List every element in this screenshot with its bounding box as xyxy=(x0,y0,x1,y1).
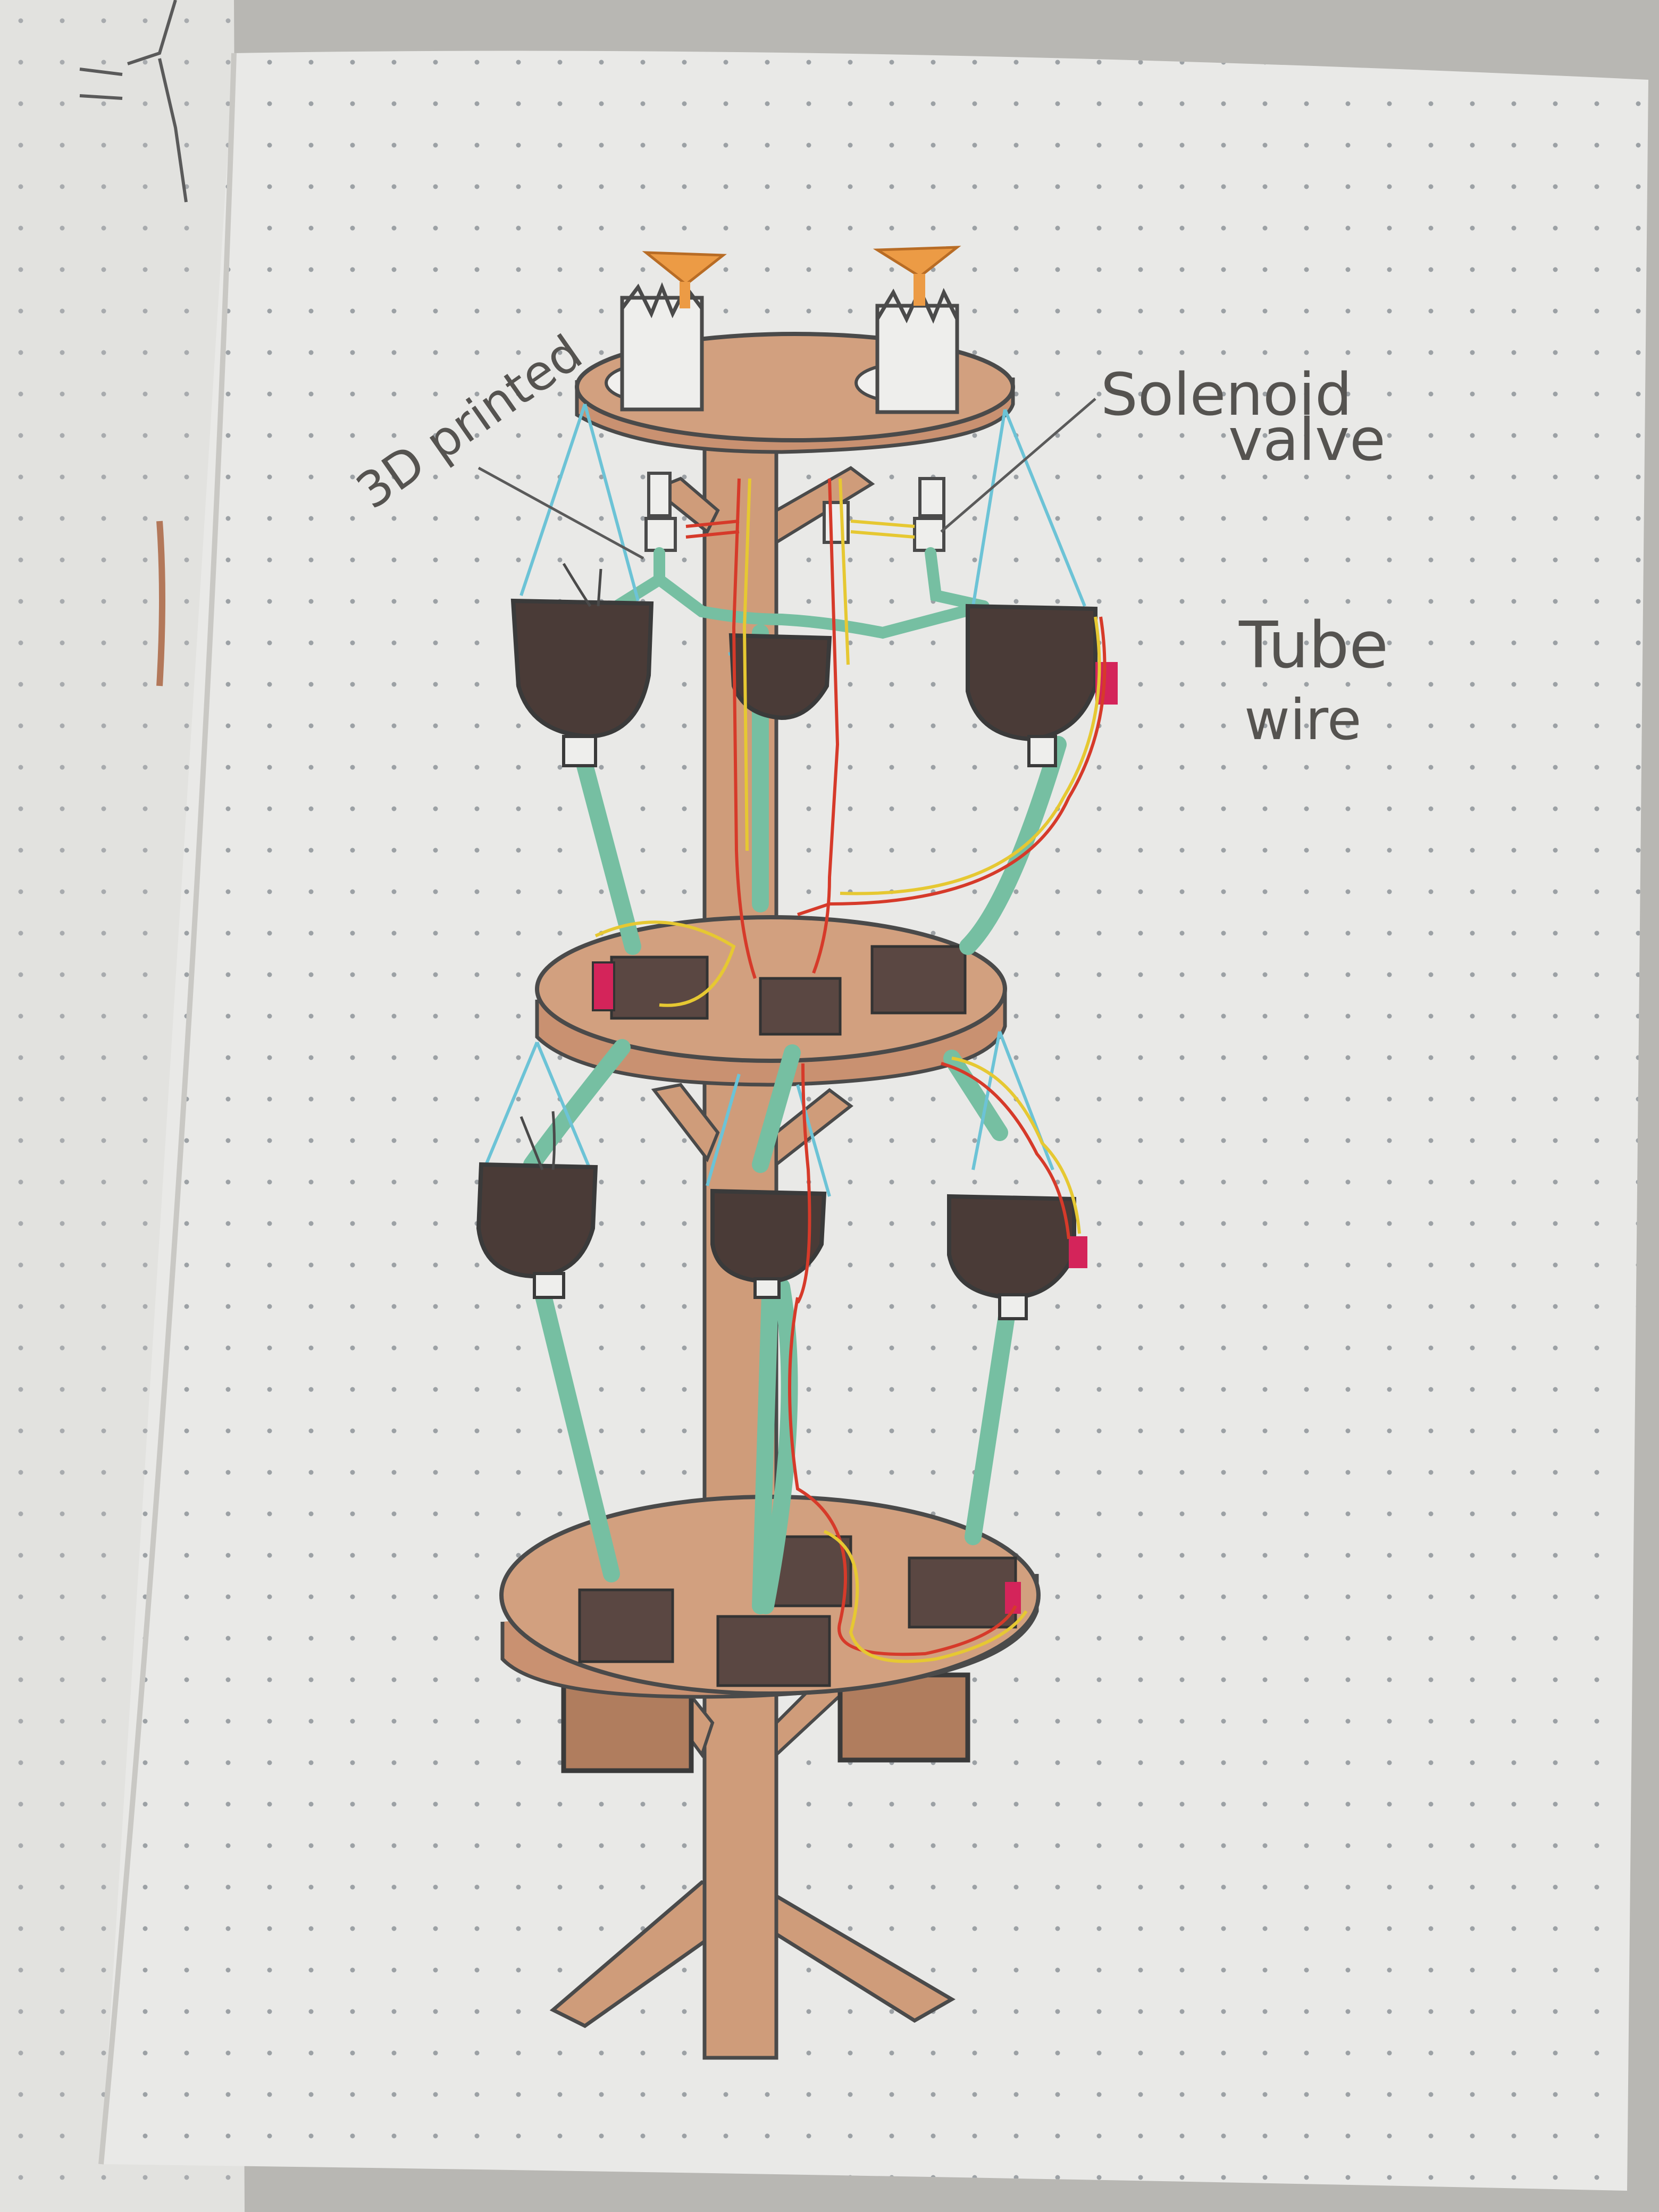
label-valve: valve xyxy=(1228,406,1386,474)
middle-magenta-module xyxy=(593,962,614,1010)
label-wire: wire xyxy=(1244,688,1362,752)
bottom-reservoir-left xyxy=(564,1686,691,1771)
label-tube: Tube xyxy=(1238,609,1388,683)
